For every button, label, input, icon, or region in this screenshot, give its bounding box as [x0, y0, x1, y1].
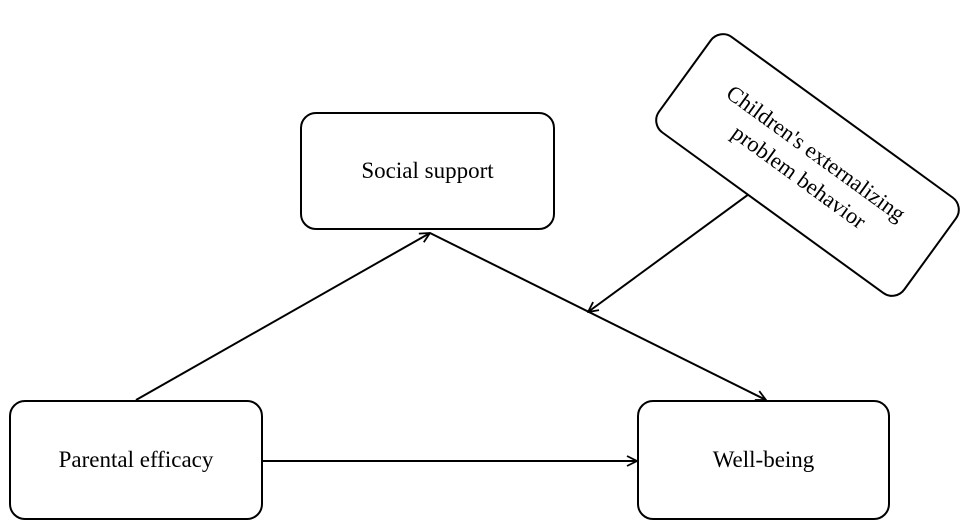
well-being-label: Well-being	[712, 446, 815, 472]
arrow-moderator-to-path	[588, 174, 776, 312]
arrow-social-to-wellbeing	[429, 232, 766, 400]
arrow-parental-to-social	[135, 233, 430, 401]
social-support-node: Social support	[300, 112, 555, 230]
parental-efficacy-label: Parental efficacy	[58, 446, 214, 472]
well-being-node: Well-being	[637, 400, 890, 520]
social-support-label: Social support	[361, 157, 494, 183]
parental-efficacy-node: Parental efficacy	[9, 400, 263, 520]
